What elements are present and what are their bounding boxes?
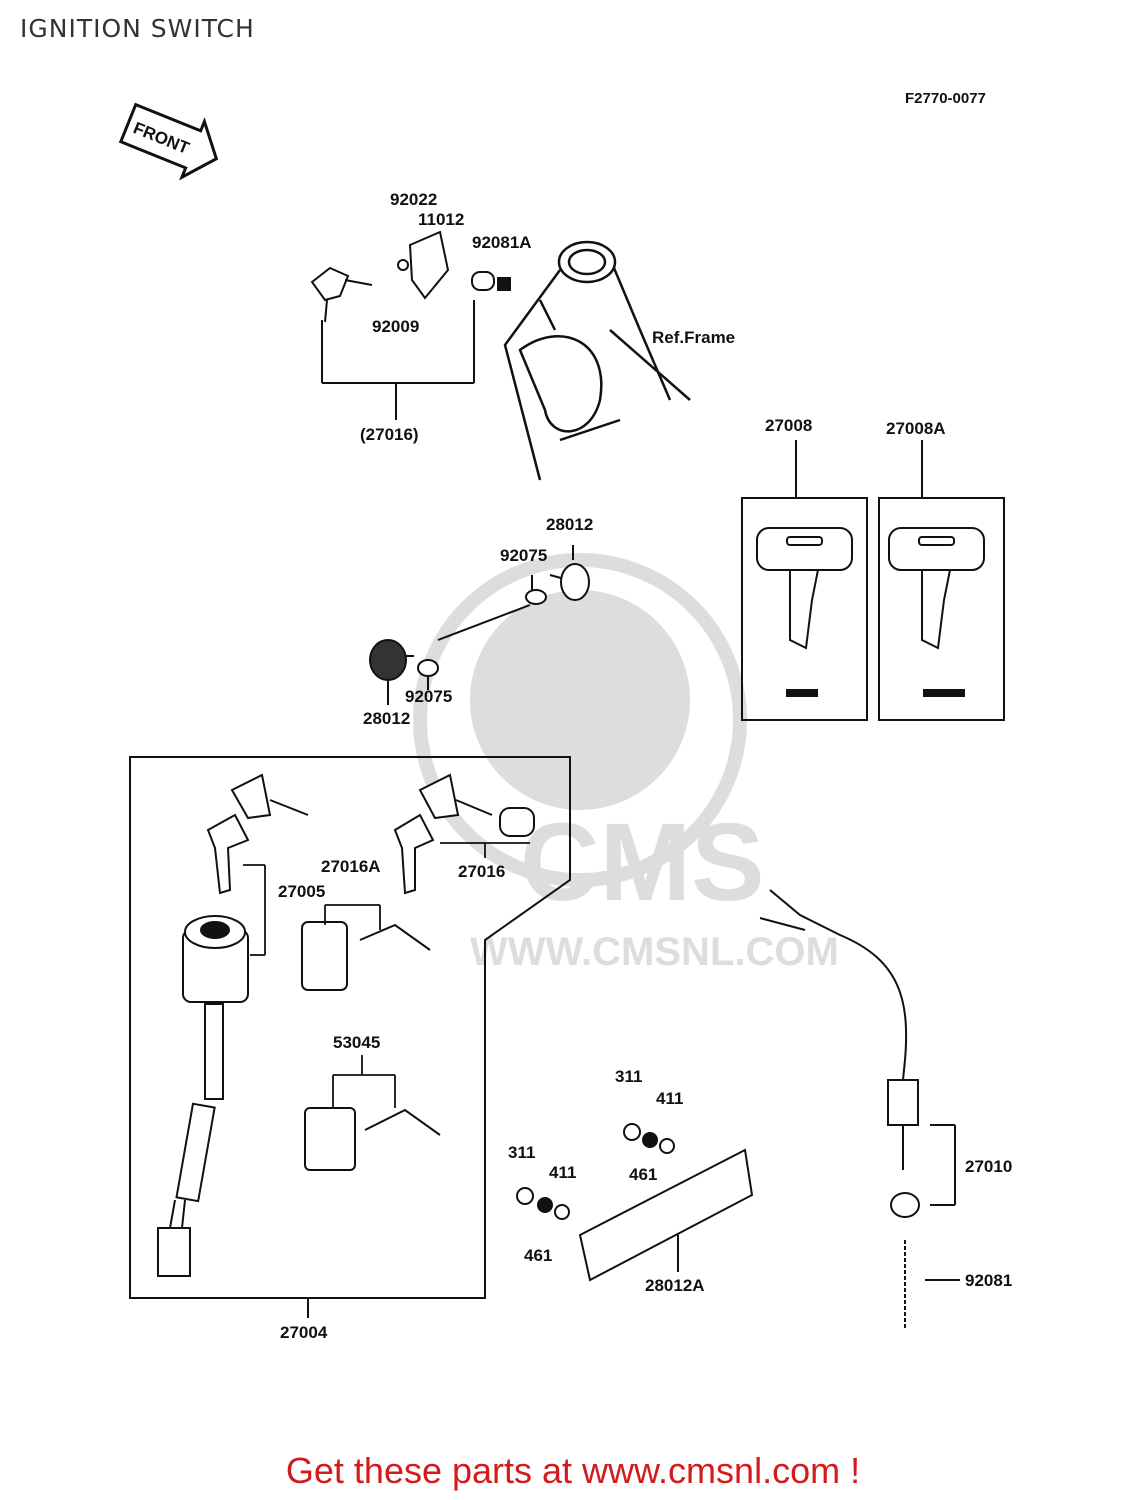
label-ref-frame: Ref.Frame — [652, 328, 735, 347]
label-311-b: 311 — [508, 1143, 535, 1162]
label-11012: 11012 — [418, 210, 464, 229]
watermark-url: WWW.CMSNL.COM — [470, 930, 839, 974]
label-27005: 27005 — [278, 882, 325, 901]
label-411-b: 411 — [549, 1163, 576, 1182]
cap-assembly — [369, 545, 590, 705]
frame-head-tube — [503, 240, 691, 481]
page-title: IGNITION SWITCH — [20, 14, 255, 43]
cms-watermark: CMS WWW.CMSNL.COM — [413, 553, 839, 974]
label-411-a: 411 — [656, 1089, 683, 1108]
key-box-27008A — [878, 440, 1005, 721]
label-27016A: 27016A — [321, 857, 381, 876]
reflector-assembly — [516, 1123, 754, 1282]
parts-diagram: CMS WWW.CMSNL.COM FRONT — [118, 102, 1012, 1342]
front-arrow: FRONT — [118, 102, 219, 181]
steering-lock-assembly — [310, 230, 511, 420]
label-92022: 92022 — [390, 190, 437, 209]
ignition-kit-outline — [129, 756, 571, 1318]
label-27008A: 27008A — [886, 419, 946, 438]
label-92009: 92009 — [372, 317, 419, 336]
kit-leader-lines — [243, 842, 530, 1108]
label-92081A: 92081A — [472, 233, 532, 252]
label-461-b: 461 — [524, 1246, 552, 1265]
label-27016: 27016 — [458, 862, 505, 881]
label-28012-top: 28012 — [546, 515, 593, 534]
label-27008: 27008 — [765, 416, 812, 435]
key-box-27008 — [741, 440, 868, 721]
label-27004: 27004 — [280, 1323, 328, 1342]
label-461-a: 461 — [629, 1165, 657, 1184]
label-92075-top: 92075 — [500, 546, 547, 565]
ignition-switch-body — [157, 915, 249, 1277]
kit-keys — [206, 773, 535, 1171]
drawing-code: F2770-0077 — [905, 90, 986, 107]
footer-promo-link[interactable]: Get these parts at www.cmsnl.com ! — [285, 1450, 861, 1491]
label-92075-bottom: 92075 — [405, 687, 452, 706]
watermark-brand: CMS — [520, 801, 764, 924]
label-92081: 92081 — [965, 1271, 1012, 1290]
label-27010: 27010 — [965, 1157, 1012, 1176]
label-311-a: 311 — [615, 1067, 642, 1086]
label-53045: 53045 — [333, 1033, 380, 1052]
label-28012-bottom: 28012 — [363, 709, 410, 728]
part-labels: 92022 11012 92081A 92009 Ref.Frame (2701… — [278, 190, 1012, 1342]
label-27016-paren: (27016) — [360, 425, 419, 444]
label-28012A: 28012A — [645, 1276, 705, 1295]
brake-switch-assembly — [759, 889, 960, 1330]
